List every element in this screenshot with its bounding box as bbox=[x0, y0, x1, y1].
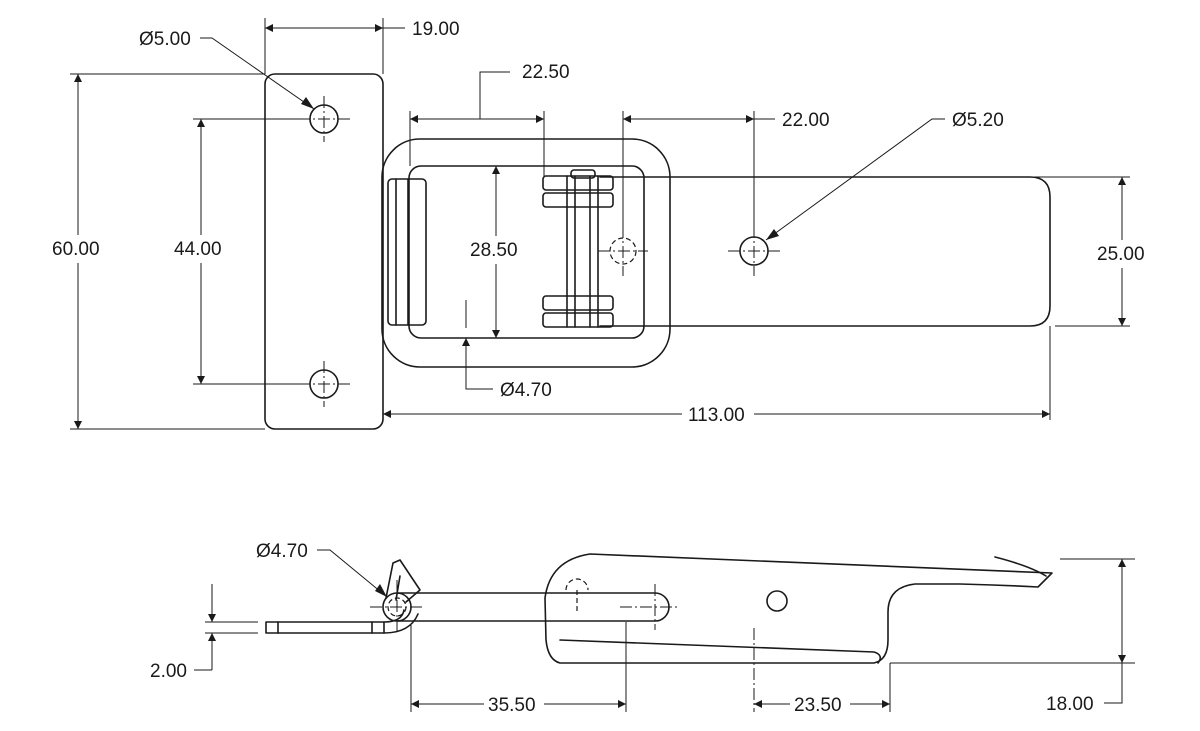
dim-hole-spacing: 44.00 bbox=[174, 239, 222, 260]
dim-loop-length: 22.50 bbox=[522, 62, 570, 83]
side-view: Ø4.70 2.00 35.50 23.50 18.00 bbox=[150, 541, 1135, 718]
dim-plate-height: 60.00 bbox=[52, 239, 100, 260]
dim-hook-offset: 23.50 bbox=[794, 695, 842, 716]
hinge-bracket bbox=[387, 178, 427, 326]
lever-side bbox=[544, 553, 1053, 664]
lever-arm bbox=[599, 176, 1051, 327]
dim-loop-inner-width: 28.50 bbox=[470, 240, 518, 261]
wire-loop-inner bbox=[408, 165, 645, 339]
dim-strike-width: 25.00 bbox=[1097, 244, 1145, 265]
plate-side bbox=[265, 621, 385, 634]
wire-loop-outer bbox=[381, 138, 671, 368]
dim-pin-dia-side: Ø4.70 bbox=[256, 541, 308, 562]
hinge-knuckles bbox=[542, 169, 614, 328]
dim-strike-hole-dia: Ø5.20 bbox=[952, 110, 1004, 131]
dim-side-height: 18.00 bbox=[1046, 694, 1094, 715]
side-hole bbox=[766, 590, 788, 612]
dim-pin-dia-top: Ø4.70 bbox=[500, 380, 552, 401]
dim-plate-thickness: 2.00 bbox=[150, 661, 187, 682]
hinge-tab bbox=[385, 559, 421, 603]
dim-hinge-to-hole: 22.00 bbox=[782, 110, 830, 131]
top-view: 19.00 Ø5.00 60.00 44.00 22.50 22.00 Ø5.2… bbox=[50, 18, 1154, 430]
dim-plate-width: 19.00 bbox=[412, 19, 460, 40]
dim-overall-length: 113.00 bbox=[688, 405, 745, 426]
base-plate bbox=[264, 73, 384, 430]
dim-plate-hole-dia: Ø5.00 bbox=[139, 29, 191, 50]
dim-pivot-spacing: 35.50 bbox=[488, 695, 536, 716]
